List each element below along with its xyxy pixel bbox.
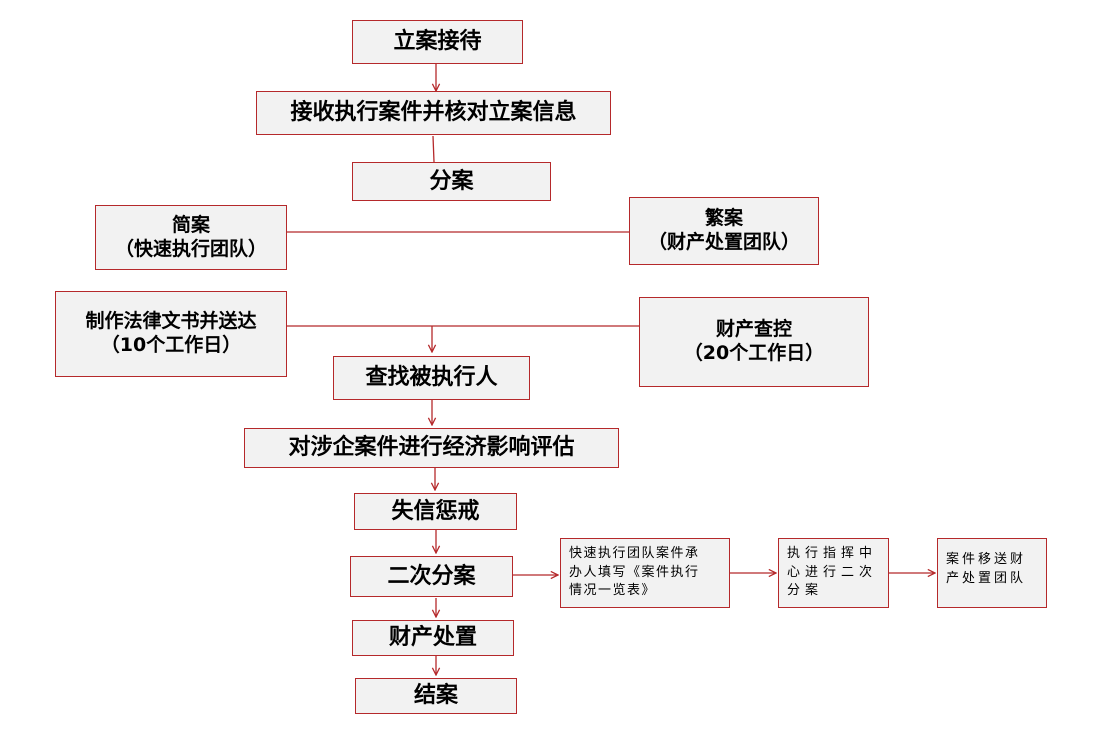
node-label-line2: 办人填写《案件执行 (569, 564, 700, 580)
node-label-line3: 分案 (787, 583, 824, 599)
node-label-line2: （10个工作日） (100, 334, 242, 356)
node-impact-assessment: 对涉企案件进行经济影响评估 (244, 428, 619, 468)
node-property-disposal: 财产处置 (352, 620, 514, 656)
node-label-line1: 制作法律文书并送达 (85, 310, 257, 333)
node-label: 失信惩戒 (391, 498, 480, 524)
node-filing-reception: 立案接待 (352, 20, 523, 64)
node-second-split: 二次分案 (350, 556, 513, 597)
node-label-line2: （快速执行团队） (114, 237, 267, 260)
node-label-line2: （20个工作日） (683, 342, 825, 364)
line-receive-to-split (432, 135, 435, 163)
node-label-line2: 心进行二次 (787, 564, 878, 580)
node-label: 分案 (429, 168, 474, 194)
node-case-split: 分案 (352, 162, 551, 201)
node-label-line2: （财产处置团队） (647, 231, 800, 253)
node-draft-documents: 制作法律文书并送达 （10个工作日） (55, 291, 287, 377)
node-label: 二次分案 (387, 563, 476, 589)
node-label-line2: 产处置团队 (946, 570, 1027, 586)
node-label: 结案 (413, 683, 458, 709)
node-case-closed: 结案 (355, 678, 517, 714)
node-receive-verify: 接收执行案件并核对立案信息 (256, 91, 611, 135)
node-label: 财产处置 (388, 625, 477, 651)
node-property-check: 财产查控 （20个工作日） (639, 297, 869, 387)
node-label-line1: 繁案 (704, 207, 743, 230)
node-complex-case: 繁案 （财产处置团队） (629, 197, 819, 265)
node-label: 立案接待 (393, 29, 482, 55)
node-label: 查找被执行人 (365, 365, 498, 391)
node-find-debtor: 查找被执行人 (333, 356, 530, 400)
node-label: 对涉企案件进行经济影响评估 (288, 435, 575, 461)
node-label-line1: 简案 (171, 213, 210, 236)
node-label: 接收执行案件并核对立案信息 (290, 100, 577, 126)
node-simple-case: 简案 （快速执行团队） (95, 205, 287, 270)
node-label-line1: 案件移送财 (946, 552, 1027, 567)
node-transfer-team: 案件移送财 产处置团队 (937, 538, 1047, 608)
node-fill-form: 快速执行团队案件承 办人填写《案件执行 情况一览表》 (560, 538, 730, 608)
node-label-line1: 执行指挥中 (787, 545, 878, 561)
node-credit-discipline: 失信惩戒 (354, 493, 517, 530)
node-label-line3: 情况一览表》 (569, 583, 657, 599)
node-label-line1: 财产查控 (715, 318, 792, 341)
node-command-center: 执行指挥中 心进行二次 分案 (778, 538, 889, 608)
node-label-line1: 快速执行团队案件承 (569, 545, 700, 561)
